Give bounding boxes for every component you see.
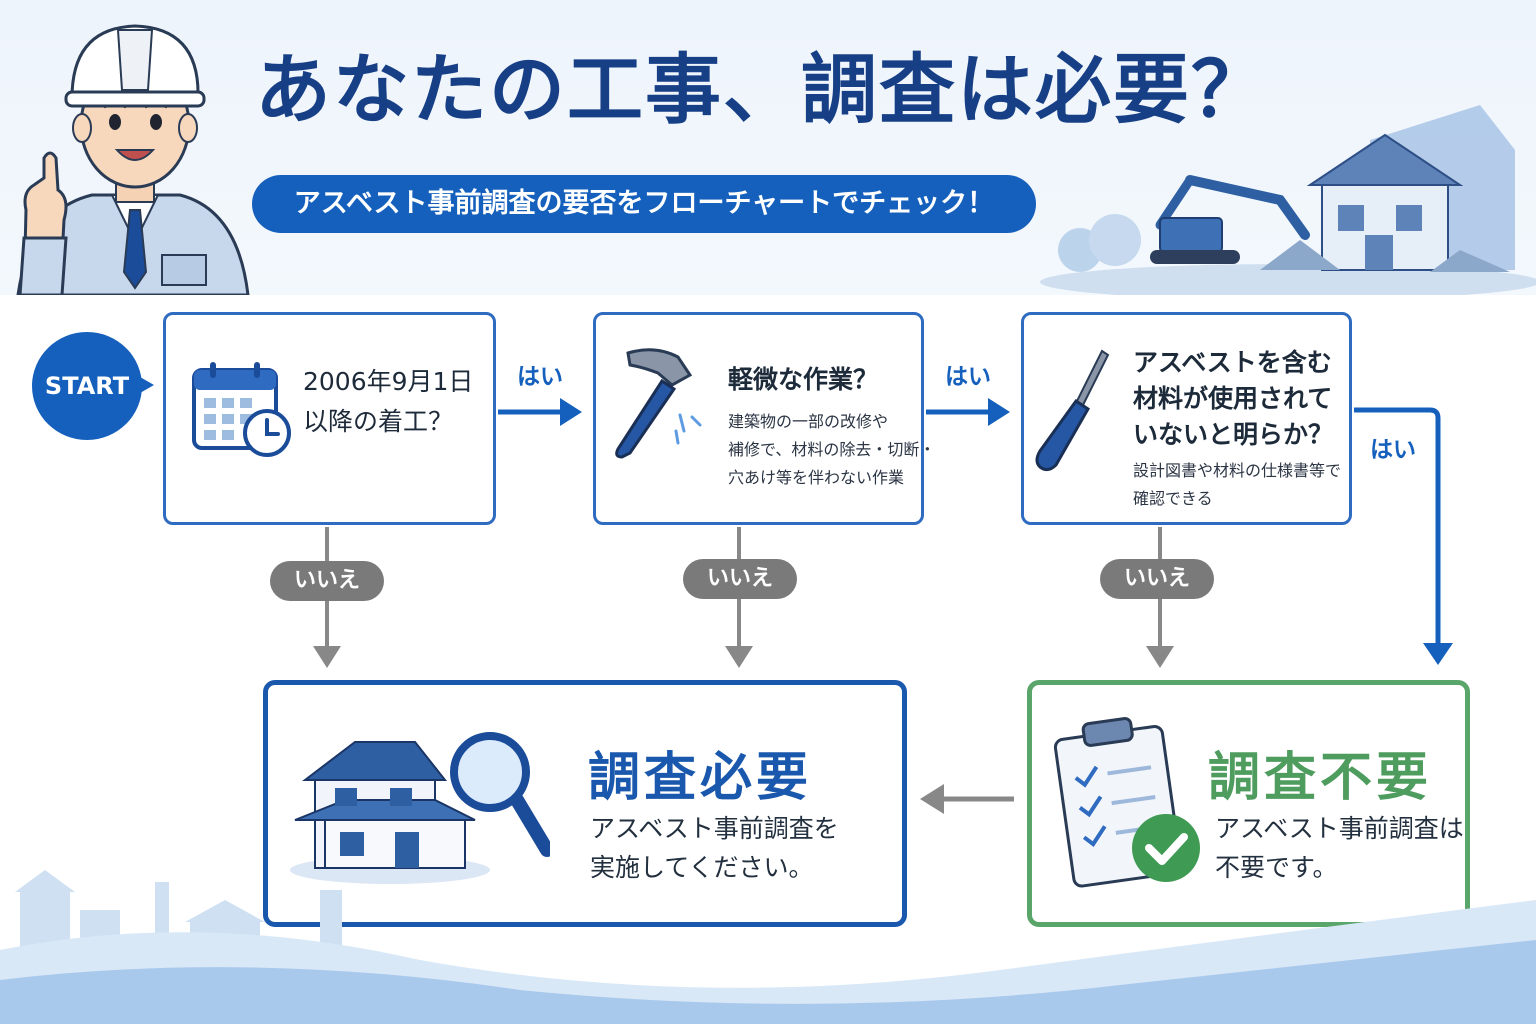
- no-label-3: いいえ: [1100, 559, 1214, 599]
- question-2-note-line3: 穴あけ等を伴わない作業: [728, 468, 905, 487]
- result-not-required-text-line2: 不要です。: [1215, 853, 1338, 882]
- result-required-title: 調査必要: [588, 748, 813, 808]
- no-label-1: いいえ: [270, 561, 384, 601]
- question-2-note-line2: 補修で、材料の除去・切断・: [728, 440, 936, 459]
- result-not-required-title: 調査不要: [1208, 748, 1433, 808]
- question-3-line2: 材料が使用されて: [1133, 384, 1333, 413]
- hammer-icon: [615, 348, 702, 459]
- question-3-note-line2: 確認できる: [1133, 489, 1213, 508]
- start-arrow: [140, 377, 154, 393]
- question-3-note-line1: 設計図書や材料の仕様書等で: [1133, 461, 1342, 480]
- yes-label-1: はい: [517, 364, 563, 390]
- header-background: [0, 0, 1536, 295]
- result-required-text-line1: アスベスト事前調査を: [590, 814, 839, 843]
- question-3-line1: アスベストを含む: [1133, 348, 1332, 377]
- result-required-text-line2: 実施してください。: [590, 853, 814, 882]
- screwdriver-icon: [1035, 349, 1110, 472]
- demolition-scene-illustration: [1040, 105, 1536, 295]
- page-title: あなたの工事、調査は必要？: [255, 45, 1269, 134]
- yes-arrow-q3-result: [1354, 407, 1441, 645]
- question-2-title: 軽微な作業？: [728, 365, 879, 394]
- question-2-note-line1: 建築物の一部の改修や: [728, 412, 889, 431]
- result-not-required-text-line1: アスベスト事前調査は: [1215, 814, 1464, 843]
- subtitle-banner: アスベスト事前調査の要否をフローチャートでチェック！: [252, 175, 1036, 233]
- yes-label-2: はい: [945, 364, 991, 390]
- clipboard-check-icon: [1053, 717, 1200, 888]
- question-3-line3: いないと明らか？: [1133, 420, 1334, 449]
- city-wave-decoration: [0, 870, 1536, 1024]
- yes-label-3: はい: [1370, 437, 1416, 463]
- calendar-clock-icon: [192, 362, 291, 457]
- start-node: START: [32, 332, 142, 440]
- house-magnifier-icon: [290, 732, 550, 884]
- question-1-line1: 2006年9月1日: [303, 367, 474, 396]
- no-label-2: いいえ: [683, 559, 797, 599]
- question-1-line2: 以降の着工？: [303, 407, 454, 436]
- worker-illustration: [16, 24, 250, 295]
